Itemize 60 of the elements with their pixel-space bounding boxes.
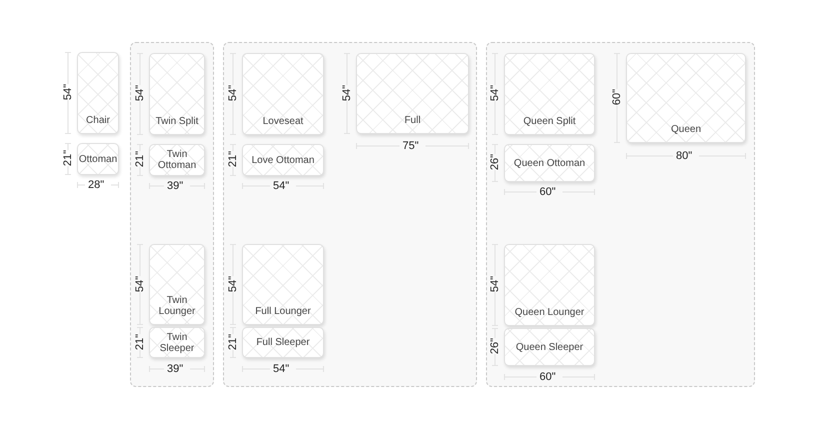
cushion xyxy=(504,244,595,326)
dimension-label: 54" xyxy=(273,363,290,375)
dimension-label: 21" xyxy=(227,151,239,168)
dashed-group-frame xyxy=(130,42,214,387)
cushion xyxy=(242,327,324,358)
dimension-label: 21" xyxy=(134,151,146,168)
cushion-name: Ottoman xyxy=(78,154,118,164)
dimension-label: 54" xyxy=(273,180,290,192)
cushion xyxy=(77,143,119,175)
cushion xyxy=(149,244,205,325)
cushion xyxy=(504,328,595,366)
dimension-label: 54" xyxy=(134,85,146,102)
cushion xyxy=(149,53,205,135)
cushion-name: Twin Sleeper xyxy=(158,332,196,354)
dimension-label: 21" xyxy=(227,334,239,350)
cushion-name: Love Ottoman xyxy=(252,154,314,166)
cushion xyxy=(356,53,469,134)
dimension-label: 54" xyxy=(489,276,501,292)
cushion-name: Queen Lounger xyxy=(514,307,584,318)
dimension-label: 75" xyxy=(402,140,419,152)
dimension-label: 28" xyxy=(88,179,104,191)
cushion-name: Full xyxy=(404,115,421,126)
dimension-label: 21" xyxy=(62,150,74,166)
dimension-label: 54" xyxy=(227,85,239,102)
cushion-name: Queen Sleeper xyxy=(516,342,584,352)
dimension-label: 39" xyxy=(167,180,184,192)
cushion-name: Full Lounger xyxy=(255,306,311,317)
dimension-label: 60" xyxy=(540,371,556,383)
dimension-label: 26" xyxy=(489,154,501,170)
dimension-label: 39" xyxy=(167,363,184,375)
cushion xyxy=(242,144,324,176)
cushion-name: Queen Ottoman xyxy=(514,158,586,168)
cushion-name: Queen xyxy=(670,124,702,135)
dimension-label: 54" xyxy=(489,85,501,102)
dimension-label: 80" xyxy=(676,150,692,162)
dimension-label: 26" xyxy=(489,338,501,354)
cushion xyxy=(242,53,324,135)
cushion-name: Full Sleeper xyxy=(256,337,310,348)
dimension-label: 54" xyxy=(227,276,239,292)
cushion xyxy=(149,144,205,176)
dimension-label: 54" xyxy=(134,276,146,292)
cushion-name: Twin Split xyxy=(156,116,198,127)
dashed-group-frame xyxy=(223,42,477,387)
cushion xyxy=(242,244,324,325)
cushion-name: Twin Lounger xyxy=(158,295,196,317)
cushion-name: Queen Split xyxy=(523,116,576,127)
cushion xyxy=(504,144,595,182)
dimension-label: 60" xyxy=(611,89,623,106)
cushion xyxy=(77,52,119,134)
dimension-label: 54" xyxy=(341,84,353,101)
cushion-name: Chair xyxy=(86,115,110,126)
dimension-label: 21" xyxy=(134,334,146,350)
dashed-group-frame xyxy=(486,42,755,387)
cushion xyxy=(149,327,205,358)
dimension-label: 60" xyxy=(540,186,556,198)
cushion-name: Loveseat xyxy=(262,116,304,127)
cushion xyxy=(504,53,595,135)
dimension-label: 54" xyxy=(62,84,74,100)
cushion-name: Twin Ottoman xyxy=(156,149,198,171)
cushion xyxy=(626,53,746,143)
